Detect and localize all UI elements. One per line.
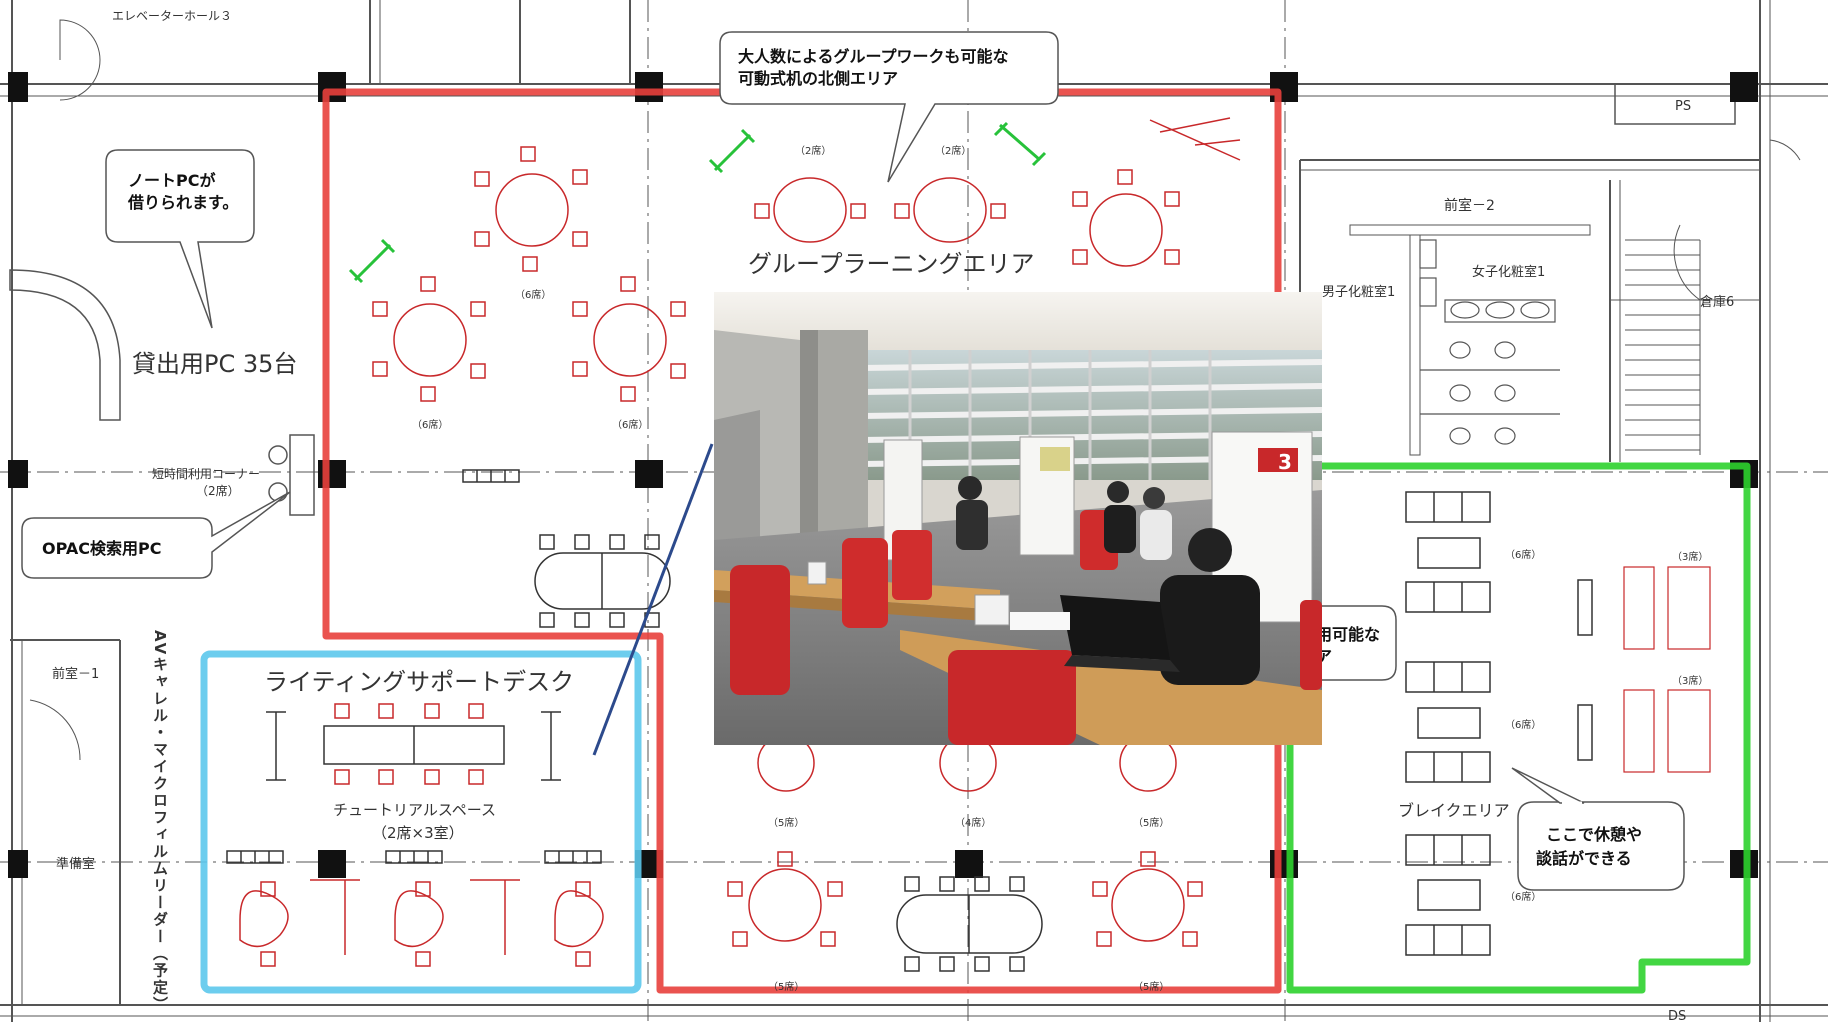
notepc-callout: ノートPCが 借りられます。	[105, 149, 255, 329]
photo-connector-line	[592, 443, 714, 756]
tutorial-space-label: チュートリアルスペース	[333, 801, 496, 819]
notepc-callout-line-2: 借りられます。	[127, 193, 238, 212]
moveable-desks	[1149, 117, 1241, 161]
group-round-table	[372, 276, 486, 402]
ps-label: PS	[1675, 99, 1691, 114]
short-term-corner-seats: （2席）	[196, 483, 240, 498]
area-photo: 3	[714, 292, 1323, 745]
front-room-2-label: 前室－2	[1444, 197, 1495, 214]
top-label: エレベーターホール３	[112, 9, 232, 23]
north-area-callout: 大人数によるグループワークも可能な 可動式机の北側エリア	[719, 31, 1059, 183]
north-callout-line-1: 大人数によるグループワークも可能な	[738, 47, 1009, 66]
break-area-label: ブレイクエリア	[1398, 801, 1510, 820]
seat-label: （6席）	[412, 418, 448, 431]
break-area-furniture	[1405, 491, 1593, 956]
writing-support-area-border	[200, 650, 642, 994]
seat-label: （5席）	[768, 980, 804, 993]
seat-label: （3席）	[1672, 674, 1708, 687]
seat-label: （3席）	[1672, 550, 1708, 563]
break-area-border	[1286, 462, 1751, 994]
seat-label: （5席）	[768, 816, 804, 829]
seat-label: （5席）	[1133, 816, 1169, 829]
south-area-callout-partial: 用可能な ア	[1309, 605, 1397, 681]
south-callout-line-1: 用可能な	[1316, 625, 1380, 644]
seat-label: （6席）	[1505, 548, 1541, 561]
notepc-callout-line-1: ノートPCが	[128, 171, 215, 190]
opac-callout-text: OPAC検索用PC	[42, 539, 161, 558]
whiteboard-number: 3	[1278, 450, 1292, 474]
pair-tables	[754, 177, 1006, 243]
lending-pc-counter	[9, 269, 121, 421]
group-round-table	[1072, 169, 1180, 267]
av-carrel-label: AVキャレル・マイクロフィルムリーダー（予定）	[151, 630, 169, 1013]
ds-label: DS	[1668, 1009, 1686, 1022]
group-round-table	[474, 146, 588, 272]
break-callout-line-2: 談話ができる	[1536, 849, 1632, 868]
lending-pc-label: 貸出用PC 35台	[132, 350, 297, 378]
oval-meeting-tables	[534, 534, 1043, 972]
seat-label: （6席）	[1505, 718, 1541, 731]
break-callout: ここで休憩や 談話ができる	[1511, 767, 1685, 891]
seat-label: （2席）	[795, 144, 831, 157]
seat-label: （2席）	[935, 144, 971, 157]
front-room-1-label: 前室－1	[52, 666, 99, 682]
womens-powder-room-label: 女子化粧室1	[1472, 264, 1545, 280]
tutorial-desk	[266, 711, 561, 781]
seat-label: （6席）	[1505, 890, 1541, 903]
group-round-table	[572, 276, 686, 402]
tutorial-space-sublabel: （2席×3室）	[372, 824, 464, 842]
seat-label: （4席）	[955, 816, 991, 829]
short-term-counter	[268, 434, 315, 516]
short-term-corner-label: 短時間利用コーナー	[152, 467, 260, 481]
prep-room-label: 準備室	[56, 856, 95, 872]
tutorial-booths	[239, 879, 604, 967]
group-learning-area-label: グループラーニングエリア	[748, 250, 1035, 278]
north-callout-line-2: 可動式机の北側エリア	[738, 69, 898, 88]
seat-label: （6席）	[515, 288, 551, 301]
plant-icon	[348, 121, 1047, 284]
seat-label: （6席）	[612, 418, 648, 431]
seat-label: （5席）	[1133, 980, 1169, 993]
break-callout-line-1: ここで休憩や	[1546, 825, 1642, 844]
mens-powder-room-label: 男子化粧室1	[1322, 284, 1395, 300]
lower-round-tables	[727, 734, 1203, 947]
writing-support-desk-label: ライティングサポートデスク	[264, 668, 574, 696]
stairs	[1625, 239, 1701, 455]
pc-terminals	[226, 469, 602, 864]
group-learning-area-border	[322, 88, 1282, 994]
toilet-fixtures	[1419, 239, 1560, 445]
storage-label: 倉庫6	[1700, 295, 1734, 310]
opac-callout: OPAC検索用PC	[21, 491, 291, 579]
break-area-sofas	[1623, 566, 1711, 773]
